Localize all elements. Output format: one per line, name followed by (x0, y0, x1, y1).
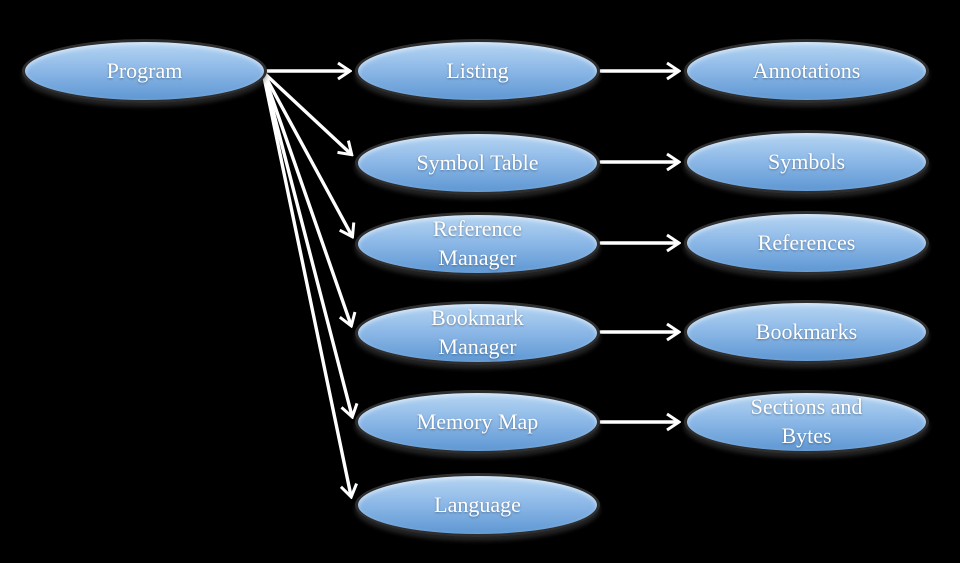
node-references: References (684, 211, 929, 275)
node-memory-map-label: Memory Map (416, 408, 539, 434)
node-symbols: Symbols (684, 130, 929, 194)
node-annotations: Annotations (684, 39, 929, 103)
node-listing-label: Listing (446, 57, 509, 83)
arrow-program-to-symbol-table (261, 70, 351, 154)
node-memory-map: Memory Map (355, 390, 600, 454)
node-reference-manager: Reference Manager (355, 212, 600, 276)
node-language-label: Language (434, 491, 521, 517)
arrow-program-to-memory-map (261, 70, 352, 416)
node-symbols-label: Symbols (767, 148, 846, 174)
node-symbol-table: Symbol Table (355, 131, 600, 195)
arrow-program-to-language (261, 70, 351, 496)
arrow-program-to-reference-manager (261, 70, 352, 236)
node-sections-and-bytes: Sections and Bytes (684, 390, 929, 454)
node-reference-manager-label: Reference Manager (432, 216, 523, 270)
arrow-program-to-bookmark-manager (261, 70, 351, 325)
node-sections-and-bytes-label: Sections and Bytes (750, 394, 863, 448)
node-program: Program (22, 39, 267, 103)
node-bookmarks-label: Bookmarks (755, 318, 858, 344)
node-references-label: References (757, 229, 856, 255)
node-program-label: Program (106, 57, 183, 83)
node-bookmarks: Bookmarks (684, 300, 929, 364)
node-listing: Listing (355, 39, 600, 103)
node-bookmark-manager: Bookmark Manager (355, 301, 600, 365)
node-bookmark-manager-label: Bookmark Manager (431, 305, 524, 359)
node-symbol-table-label: Symbol Table (416, 149, 539, 175)
node-language: Language (355, 473, 600, 537)
node-annotations-label: Annotations (752, 57, 861, 83)
